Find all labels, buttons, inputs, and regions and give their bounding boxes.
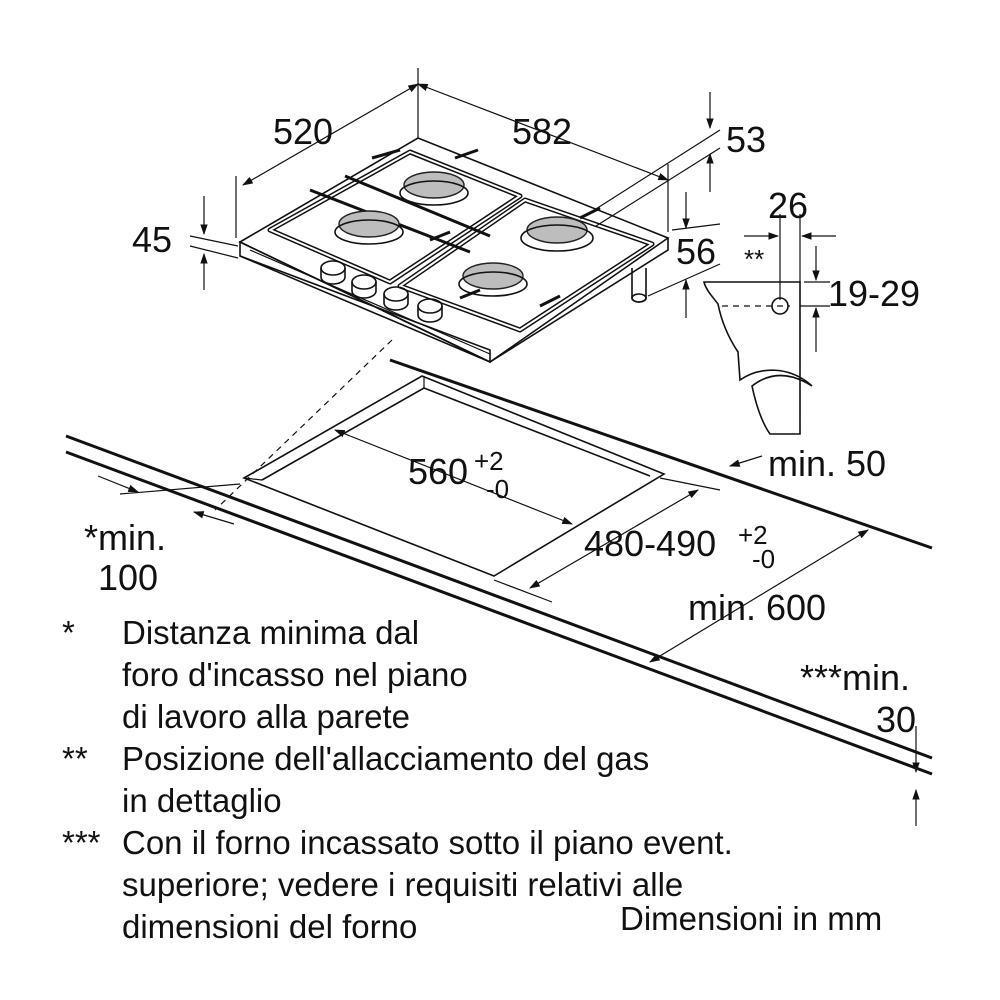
footnote-line: dimensioni del forno: [122, 908, 418, 945]
footnote-mark: *: [62, 614, 75, 651]
dim-cutout-depth: 480-490: [584, 523, 716, 564]
worktop: [65, 358, 933, 776]
footnote-line: Con il forno incassato sotto il piano ev…: [122, 824, 733, 861]
burner-back-right: [399, 171, 469, 206]
hob-dimensions: [189, 68, 721, 318]
gas-connection-detail: [702, 214, 836, 435]
dim-wall-clearance-value: 100: [98, 557, 158, 598]
dim-wall-clearance-label: *min.: [84, 517, 166, 558]
footnote-3: *** Con il forno incassato sotto il pian…: [62, 822, 822, 948]
units-label: Dimensioni in mm: [620, 900, 883, 937]
burner-left: [334, 210, 404, 245]
dim-connector-width: 26: [768, 185, 808, 226]
worktop-dimensions: [97, 429, 920, 826]
footnote-line: Posizione dell'allacciamento del gas: [122, 740, 650, 777]
dim-connector-offset: 56: [676, 231, 716, 272]
dim-cutout-depth-tol-lower: -0: [752, 544, 775, 574]
dim-cutout-width-tol-lower: -0: [486, 474, 509, 504]
footnotes: * Distanza minima dal foro d'incasso nel…: [62, 612, 822, 948]
footnote-mark: ***: [62, 824, 101, 861]
hob-front-edge: [239, 240, 491, 364]
knob: [417, 298, 443, 323]
dim-oven-clearance-label: ***min.: [800, 657, 910, 698]
dim-edge-offset: 53: [726, 119, 766, 160]
dim-hob-width: 582: [512, 111, 572, 152]
dim-cutout-depth-tol-upper: +2: [738, 520, 768, 550]
dim-oven-clearance-value: 30: [876, 699, 916, 740]
projection-line: [214, 339, 393, 511]
footnote-mark: **: [62, 740, 88, 777]
footnote-line: superiore; vedere i requisiti relativi a…: [122, 866, 684, 903]
burner-front: [458, 262, 528, 297]
knob: [383, 286, 409, 311]
dim-hob-height: 45: [132, 219, 172, 260]
footnote-line: in dettaglio: [122, 782, 282, 819]
footnote-1: * Distanza minima dal foro d'incasso nel…: [62, 612, 822, 738]
knob: [320, 260, 346, 285]
control-knobs: [320, 260, 443, 323]
gas-connector: [631, 268, 647, 303]
dim-back-clearance: min. 50: [768, 443, 886, 484]
worktop-cutout: [242, 375, 666, 577]
footnote-line: Distanza minima dal: [122, 614, 420, 651]
footnote-2: ** Posizione dell'allacciamento del gas …: [62, 738, 822, 822]
burner-large: [520, 216, 594, 252]
connector-marker: **: [744, 244, 764, 274]
footnote-line: foro d'incasso nel piano: [122, 656, 468, 693]
dim-connector-height: 19-29: [828, 273, 920, 314]
knob: [351, 274, 377, 299]
dim-cutout-width: 560: [408, 451, 468, 492]
dim-worktop-depth: min. 600: [688, 587, 826, 628]
dim-hob-depth: 520: [273, 111, 333, 152]
dim-cutout-width-tol-upper: +2: [474, 446, 504, 476]
footnote-line: di lavoro alla parete: [122, 698, 411, 735]
